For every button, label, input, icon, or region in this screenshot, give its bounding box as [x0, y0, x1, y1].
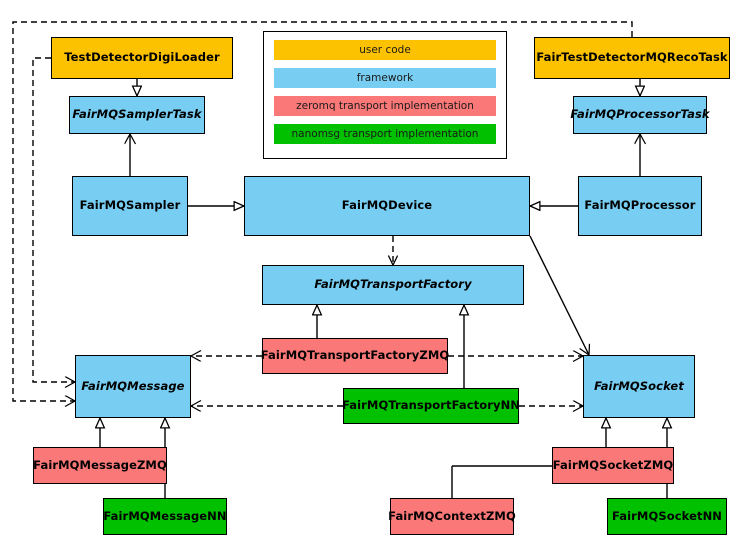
class-box-fairmqsocketzmq[interactable]: FairMQSocketZMQ: [552, 447, 674, 484]
class-box-fairmqsocket[interactable]: FairMQSocket: [583, 355, 695, 418]
class-label: FairMQSampler: [79, 198, 181, 213]
class-label: FairMQMessage: [81, 378, 185, 393]
class-label: FairMQMessageZMQ: [33, 457, 167, 472]
class-label: FairMQSocket: [594, 378, 684, 393]
legend-label: zeromq transport implementation: [296, 100, 474, 112]
class-box-fairmqprocessor[interactable]: FairMQProcessor: [578, 176, 702, 236]
class-box-fairmqcontextzmq[interactable]: FairMQContextZMQ: [388, 498, 516, 535]
class-label: FairMQMessageNN: [103, 508, 227, 523]
class-box-testdetectordigiloader[interactable]: TestDetectorDigiLoader: [51, 37, 233, 79]
class-box-fairmqmessagezmq[interactable]: FairMQMessageZMQ: [33, 447, 167, 484]
legend-label: nanomsg transport implementation: [291, 128, 479, 140]
class-label: FairMQProcessor: [584, 198, 696, 213]
class-box-fairmqmessagenn[interactable]: FairMQMessageNN: [103, 498, 227, 535]
class-label: FairMQProcessorTask: [570, 107, 710, 122]
class-label: FairMQTransportFactoryNN: [341, 398, 521, 413]
class-box-fairmqtransportfactoryzmq[interactable]: FairMQTransportFactoryZMQ: [260, 338, 450, 374]
class-box-fairmqmessage[interactable]: FairMQMessage: [75, 355, 191, 418]
legend: user code framework zeromq transport imp…: [263, 31, 507, 159]
class-box-fairmqsocketnn[interactable]: FairMQSocketNN: [607, 498, 727, 535]
class-label: FairMQTransportFactoryZMQ: [260, 348, 450, 363]
class-box-fairmqsamplertask[interactable]: FairMQSamplerTask: [69, 96, 205, 134]
class-label: FairTestDetectorMQRecoTask: [536, 50, 728, 65]
class-label: FairMQContextZMQ: [388, 508, 516, 523]
class-label: FairMQTransportFactory: [314, 277, 472, 292]
class-label: FairMQSamplerTask: [72, 107, 202, 122]
class-box-fairmqtransportfactory[interactable]: FairMQTransportFactory: [262, 265, 524, 305]
class-box-fairmqtransportfactorynn[interactable]: FairMQTransportFactoryNN: [341, 388, 521, 424]
class-box-fairmqsampler[interactable]: FairMQSampler: [72, 176, 188, 236]
class-box-fairmqprocessortask[interactable]: FairMQProcessorTask: [570, 96, 710, 134]
class-label: FairMQSocketNN: [611, 508, 723, 523]
class-label: TestDetectorDigiLoader: [64, 50, 220, 65]
legend-item-nanomsg: nanomsg transport implementation: [274, 124, 496, 144]
class-box-fairtestdetectormqrecotask[interactable]: FairTestDetectorMQRecoTask: [534, 37, 730, 79]
legend-label: user code: [359, 44, 411, 56]
legend-item-user-code: user code: [274, 40, 496, 60]
class-label: FairMQDevice: [341, 198, 433, 213]
class-box-fairmqdevice[interactable]: FairMQDevice: [244, 176, 530, 236]
legend-label: framework: [356, 72, 414, 84]
class-label: FairMQSocketZMQ: [552, 457, 674, 472]
legend-item-framework: framework: [274, 68, 496, 88]
legend-item-zeromq: zeromq transport implementation: [274, 96, 496, 116]
